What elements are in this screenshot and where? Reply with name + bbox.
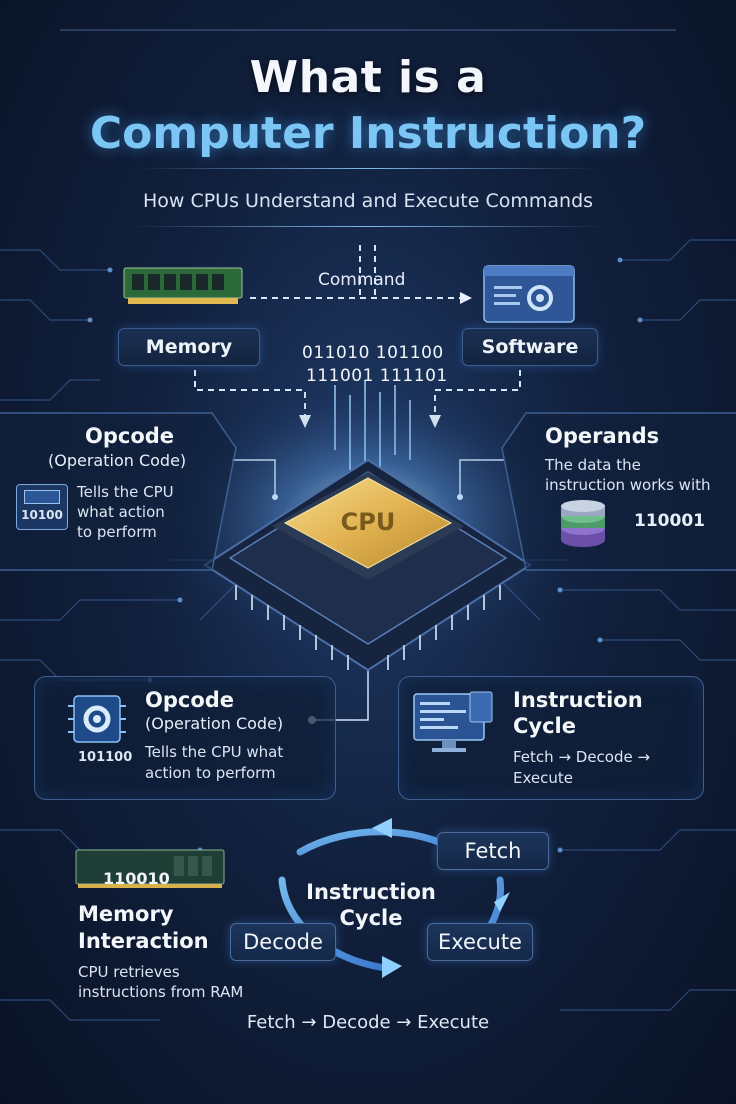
software-label: Software: [462, 328, 598, 366]
cycle-step-execute: Execute: [427, 923, 533, 961]
instruction-panel-desc-2: Execute: [513, 769, 573, 787]
cpu-chip-graphic: [203, 458, 532, 672]
cycle-step-fetch: Fetch: [437, 832, 549, 870]
monitor-code-icon: [410, 690, 496, 758]
memory-interaction-title-1: Memory: [78, 902, 174, 926]
instruction-panel-title-1: Instruction: [513, 688, 643, 712]
opcode-top-desc-2: what action: [77, 503, 165, 521]
memory-label: Memory: [118, 328, 260, 366]
page-title-line1: What is a: [249, 52, 487, 103]
opcode-top-title: Opcode: [85, 424, 175, 448]
opcode-top-frame: [0, 412, 237, 571]
operands-title: Operands: [545, 424, 660, 448]
page-subtitle: How CPUs Understand and Execute Commands: [142, 190, 594, 212]
operands-desc-2: instruction works with: [545, 476, 711, 494]
opcode-top-desc-1: Tells the CPU: [77, 483, 174, 501]
ram-module-icon: [74, 848, 226, 890]
binary-chip-icon: 10100: [16, 484, 68, 530]
software-window-gear-icon: [480, 262, 578, 324]
cycle-arrowheads: [372, 818, 510, 978]
command-label: Command: [318, 270, 406, 290]
title-underline: [140, 168, 596, 169]
cpu-label: CPU: [340, 508, 396, 536]
instruction-panel-desc-1: Fetch → Decode →: [513, 748, 651, 766]
page-title-line2: Computer Instruction?: [89, 108, 647, 159]
opcode-top-subtitle: (Operation Code): [48, 451, 187, 470]
database-stack-icon: [556, 498, 610, 550]
flow-connectors: [194, 245, 521, 415]
opcode-top-desc-3: to perform: [77, 523, 157, 541]
cycle-step-decode: Decode: [230, 923, 336, 961]
cycle-center-title-1: Instruction: [306, 880, 436, 904]
operands-desc-1: The data the: [545, 456, 641, 474]
memory-interaction-title-2: Interaction: [78, 929, 209, 953]
opcode-panel-desc-2: action to perform: [145, 764, 276, 782]
opcode-panel-chip-code: 101100: [78, 750, 133, 765]
memory-ram-code: 110010: [103, 869, 170, 888]
instruction-panel-title-2: Cycle: [513, 714, 576, 738]
cycle-center-title-2: Cycle: [339, 906, 403, 930]
operands-code: 110001: [634, 511, 705, 531]
ram-stick-icon: [122, 264, 246, 308]
gear-chip-icon: [66, 690, 128, 748]
opcode-panel-desc-1: Tells the CPU what: [145, 743, 284, 761]
subtitle-underline: [130, 226, 606, 227]
opcode-panel-subtitle: (Operation Code): [145, 714, 284, 733]
memory-interaction-desc-2: instructions from RAM: [78, 983, 244, 1001]
binary-line-2: 111001 111101: [306, 366, 448, 386]
binary-line-1: 011010 101100: [302, 343, 444, 363]
operands-frame: [501, 412, 736, 571]
memory-interaction-desc-1: CPU retrieves: [78, 963, 180, 981]
opcode-top-chip-code: 10100: [21, 508, 63, 522]
footer-flow-text: Fetch → Decode → Execute: [246, 1012, 490, 1033]
opcode-panel-title: Opcode: [145, 688, 235, 712]
